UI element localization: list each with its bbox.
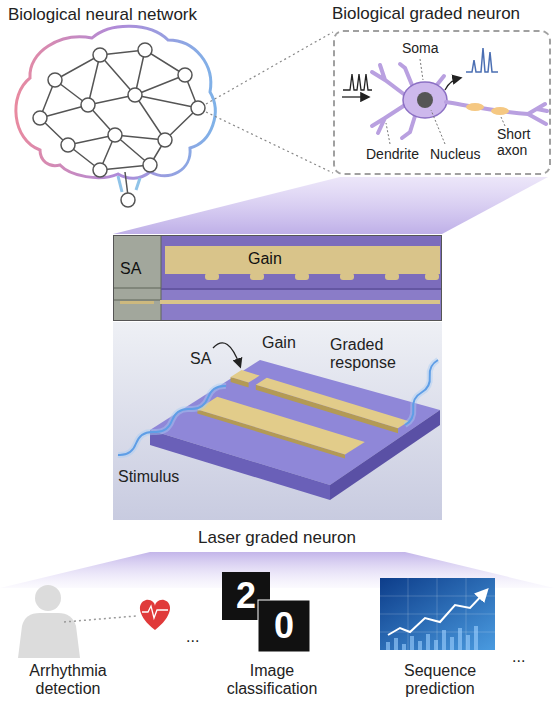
section-label: Gain: [262, 334, 296, 352]
section-label: Gain: [248, 250, 282, 268]
part-label: Nucleus: [430, 146, 481, 162]
neuron-illustration-part: [466, 103, 484, 111]
signal-label: Stimulus: [118, 468, 179, 486]
network-graph-part: [121, 193, 135, 207]
output-spike-train-part: [466, 48, 498, 72]
laser-device-render-part: [405, 360, 438, 425]
chip-photo-illustration-part: [113, 235, 161, 321]
chip-photo-illustration-part: [385, 273, 399, 280]
network-graph-part: [108, 128, 122, 142]
network-graph-part: [158, 133, 172, 147]
stock-chart-image-part: [388, 626, 476, 650]
chip-photo-illustration-part: [160, 300, 440, 304]
digit-images: [222, 572, 310, 652]
stock-chart-image-part: [380, 578, 495, 650]
neuron-illustration-part: [417, 92, 433, 108]
chip-photo-illustration-part: [120, 301, 154, 304]
laser-device-render-part: [213, 343, 240, 366]
panel-heading: Biological neural network: [8, 5, 197, 25]
laser-device-render: [113, 322, 442, 520]
laser-device-render-part: [118, 386, 226, 455]
chip-photo-illustration-part: [165, 246, 440, 274]
stock-chart-image: [380, 578, 495, 650]
chip-photo-illustration-part: [113, 290, 442, 321]
laser-device-render-part: [256, 378, 409, 429]
brain-illustration: [16, 26, 215, 192]
person-heart-icon-part: [140, 600, 170, 630]
network-graph-part: [93, 48, 107, 62]
chip-photo-illustration: [113, 235, 442, 321]
chip-photo-illustration-part: [113, 235, 161, 321]
chip-photo-illustration-part: [161, 288, 442, 290]
chip-photo-illustration-part: [113, 235, 442, 321]
network-graph-part: [61, 138, 75, 152]
panel-heading: Laser graded neuron: [198, 528, 356, 548]
chip-photo-illustration-part: [205, 273, 219, 280]
stock-chart-image-part: [380, 578, 495, 650]
input-spike-train-part: [342, 96, 368, 97]
brain-illustration-part: [118, 176, 140, 192]
person-heart-icon-part: [35, 585, 61, 611]
person-heart-icon-part: [142, 606, 168, 618]
section-label: SA: [190, 350, 211, 368]
signal-label: Graded response: [330, 336, 408, 373]
network-graph-part: [93, 163, 107, 177]
ellipsis: ...: [512, 648, 525, 666]
neuron-illustration-part: [446, 102, 547, 124]
network-graph-part: [138, 43, 152, 57]
network-graph-part: [191, 101, 205, 115]
laser-device-render-part: [231, 370, 260, 383]
network-graph-part: [33, 111, 47, 125]
chip-photo-illustration-part: [250, 273, 264, 280]
application-label: Arrhythmia detection: [18, 662, 118, 699]
laser-device-render-part: [113, 322, 442, 520]
output-spike-train-part: [445, 78, 460, 90]
network-graph-part: [178, 68, 192, 82]
part-label: Soma: [402, 40, 439, 56]
network-graph-part: [40, 50, 198, 196]
chip-photo-frame: SA Gain: [113, 235, 442, 321]
zoom-funnel: [113, 177, 548, 234]
part-label: Dendrite: [366, 146, 419, 162]
network-graph-part: [128, 88, 142, 102]
output-spike-train: [445, 48, 498, 90]
digit-glyph: 2: [236, 575, 256, 616]
digit-images-part: [258, 600, 310, 652]
zoom-leader-lines: [206, 32, 333, 173]
panel-heading: Biological graded neuron: [332, 4, 520, 24]
device-render-panel: Stimulus SA Gain Graded response: [113, 322, 442, 520]
input-spike-train-part: [343, 74, 372, 90]
person-heart-icon-part: [18, 613, 80, 658]
laser-device-render-part: [150, 360, 440, 485]
person-heart-icon-part: [64, 616, 136, 622]
stock-chart-image-part: [388, 591, 486, 635]
section-label: SA: [120, 260, 141, 278]
digit-glyph: 0: [274, 605, 294, 646]
person-heart-icon: [18, 585, 170, 658]
network-graph-part: [48, 73, 62, 87]
neuron-illustration-part: [403, 82, 447, 118]
network-graph: [33, 43, 205, 207]
laser-device-render-part: [118, 386, 226, 455]
application-label: Sequence prediction: [390, 662, 490, 699]
part-label: Short axon: [497, 126, 547, 158]
laser-device-render-part: [256, 385, 398, 434]
neuron-illustration-part: [491, 107, 509, 115]
chip-photo-illustration-part: [340, 273, 354, 280]
network-graph-part: [143, 158, 157, 172]
laser-device-render-part: [405, 360, 438, 425]
chip-photo-illustration-part: [425, 273, 439, 280]
chip-photo-illustration-part: [295, 273, 309, 280]
network-graph-part: [81, 98, 95, 112]
zoom-leader-lines-part: [206, 32, 333, 173]
ellipsis: ...: [186, 628, 199, 646]
input-spike-train: [342, 74, 372, 97]
application-label: Image classification: [217, 662, 327, 699]
